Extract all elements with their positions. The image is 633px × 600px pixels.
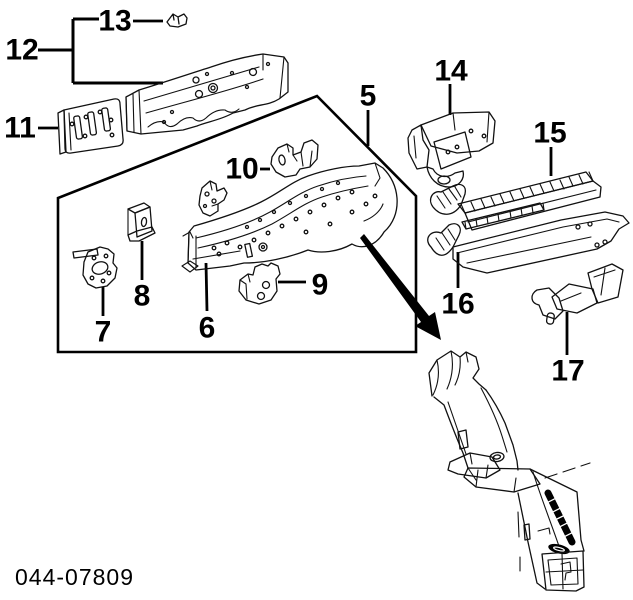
callout-label-5: 5 <box>360 80 377 113</box>
part-17-bracket <box>531 263 624 325</box>
callout-label-15: 15 <box>533 117 566 150</box>
callout-label-9: 9 <box>312 269 329 302</box>
callout-12-bracket <box>38 17 163 85</box>
part-8-bracket <box>127 202 156 242</box>
drawing-code: 044-07809 <box>15 564 134 590</box>
callout-label-16: 16 <box>441 288 474 321</box>
callout-6-leader <box>204 262 209 312</box>
direction-arrow <box>360 234 441 340</box>
part-9-bracket <box>238 262 281 305</box>
part-small-bracket <box>198 180 228 217</box>
part-13-clip <box>166 13 188 28</box>
part-12-rail <box>125 53 289 135</box>
callout-label-8: 8 <box>134 280 151 313</box>
callout-label-12: 12 <box>5 34 38 67</box>
callout-label-17: 17 <box>551 355 584 388</box>
group-5-box <box>56 94 418 354</box>
callout-label-7: 7 <box>95 316 112 349</box>
callout-label-6: 6 <box>199 312 216 345</box>
part-lower-assembly <box>428 350 591 592</box>
part-7-bracket <box>72 246 118 289</box>
part-11-plate <box>57 98 124 155</box>
part-10-bracket <box>270 139 319 178</box>
callout-label-13: 13 <box>98 5 131 38</box>
part-16-rail <box>427 211 630 274</box>
part-15-rail <box>429 171 602 231</box>
part-6-rail <box>181 162 398 273</box>
callout-label-14: 14 <box>434 55 468 88</box>
part-14-bracket <box>407 111 496 188</box>
callout-label-10: 10 <box>225 153 258 186</box>
callout-label-11: 11 <box>4 112 36 145</box>
